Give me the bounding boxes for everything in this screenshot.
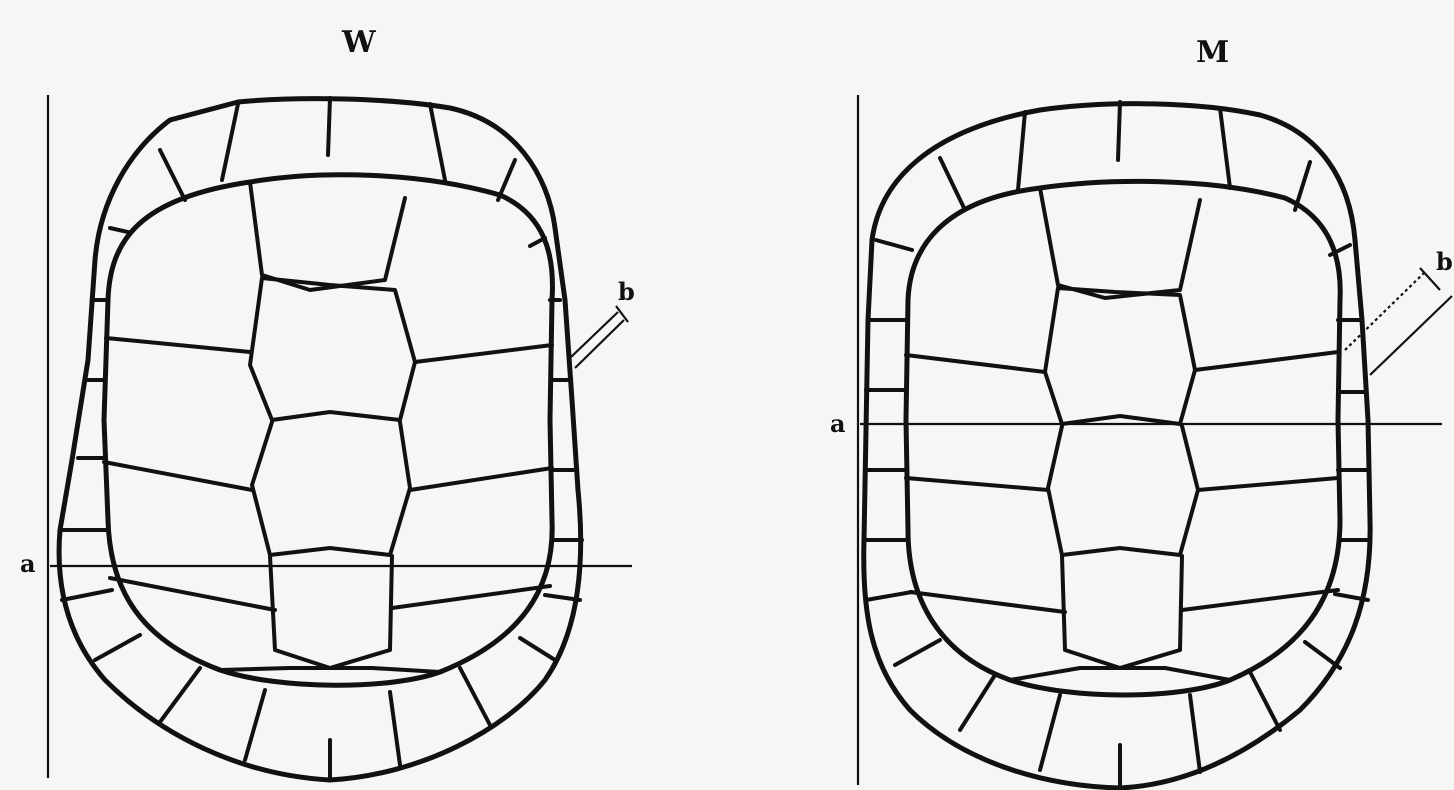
panel-w-label-b: b	[618, 277, 635, 306]
panel-w-marginal-scute-seams	[62, 98, 582, 780]
panel-w-label-a: a	[20, 549, 36, 578]
panel-m: M a	[830, 35, 1453, 788]
panel-w: W a	[20, 25, 635, 780]
panel-w-title: W	[341, 25, 377, 60]
panel-m-inner-boundary	[906, 181, 1340, 695]
panel-w-vertebral-scutes	[220, 182, 440, 672]
panel-m-costal-scute-seams	[906, 352, 1338, 612]
panel-m-title: M	[1196, 35, 1229, 70]
panel-w-inner-boundary	[104, 175, 552, 685]
panel-m-label-a: a	[830, 409, 846, 438]
panel-w-carapace-outline	[59, 99, 581, 780]
panel-m-label-b: b	[1436, 247, 1453, 276]
panel-w-costal-scute-seams	[104, 338, 552, 610]
panel-w-measure-marker-b	[570, 306, 628, 368]
